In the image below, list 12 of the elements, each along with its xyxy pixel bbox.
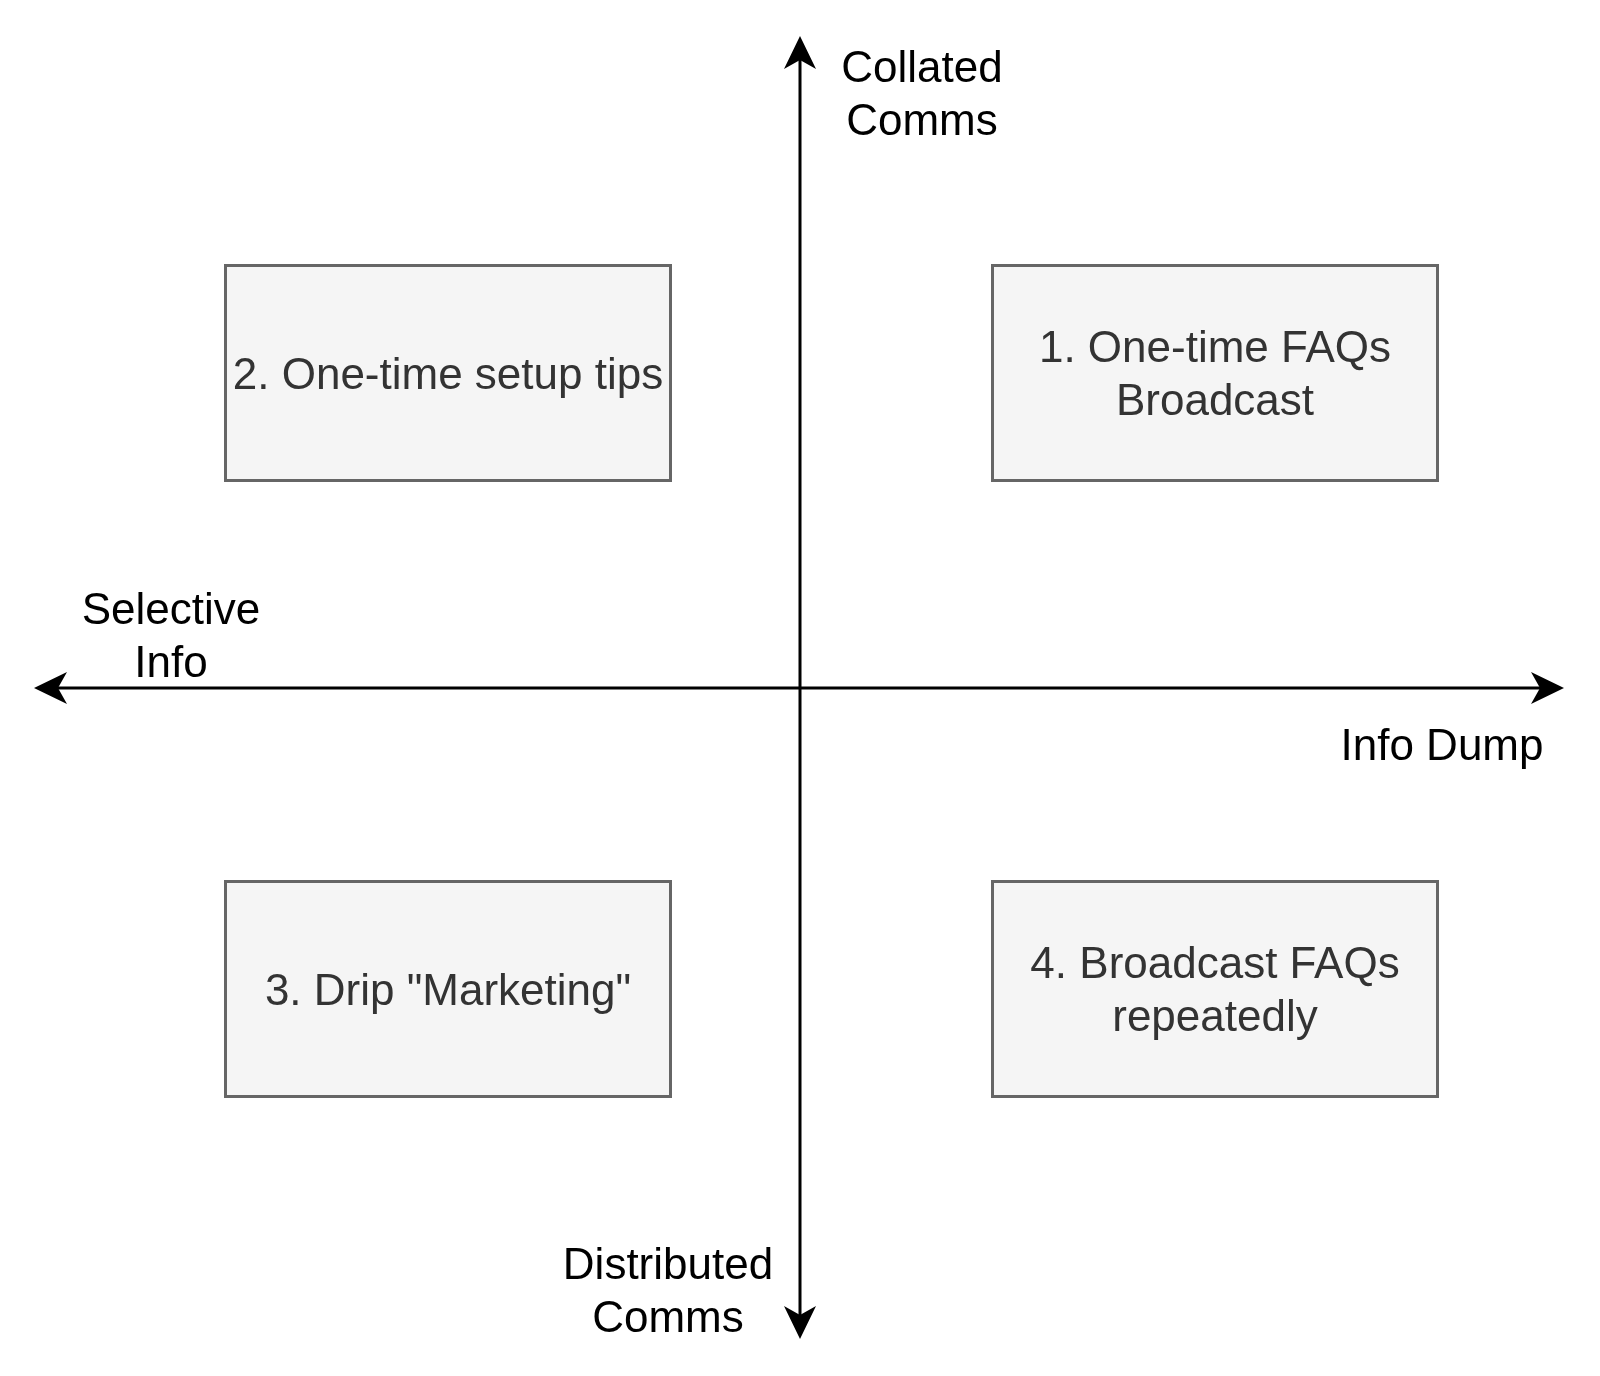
axis-label: Info Dump — [1340, 718, 1544, 771]
axis-label: Collated Comms — [841, 41, 1003, 146]
quadrant-box — [991, 880, 1439, 1098]
quadrant-box — [224, 880, 672, 1098]
quadrant-label: 2. One-time setup tips — [232, 347, 664, 400]
quadrant-box — [224, 264, 672, 482]
axis-label: Selective Info — [81, 583, 261, 688]
quadrant-label: 1. One-time FAQs Broadcast — [1037, 321, 1393, 426]
axis-label: Distributed Comms — [562, 1238, 774, 1343]
quadrant-label: 4. Broadcast FAQs repeatedly — [1029, 937, 1401, 1042]
quadrant-label: 3. Drip "Marketing" — [264, 963, 632, 1016]
quadrant-box — [991, 264, 1439, 482]
